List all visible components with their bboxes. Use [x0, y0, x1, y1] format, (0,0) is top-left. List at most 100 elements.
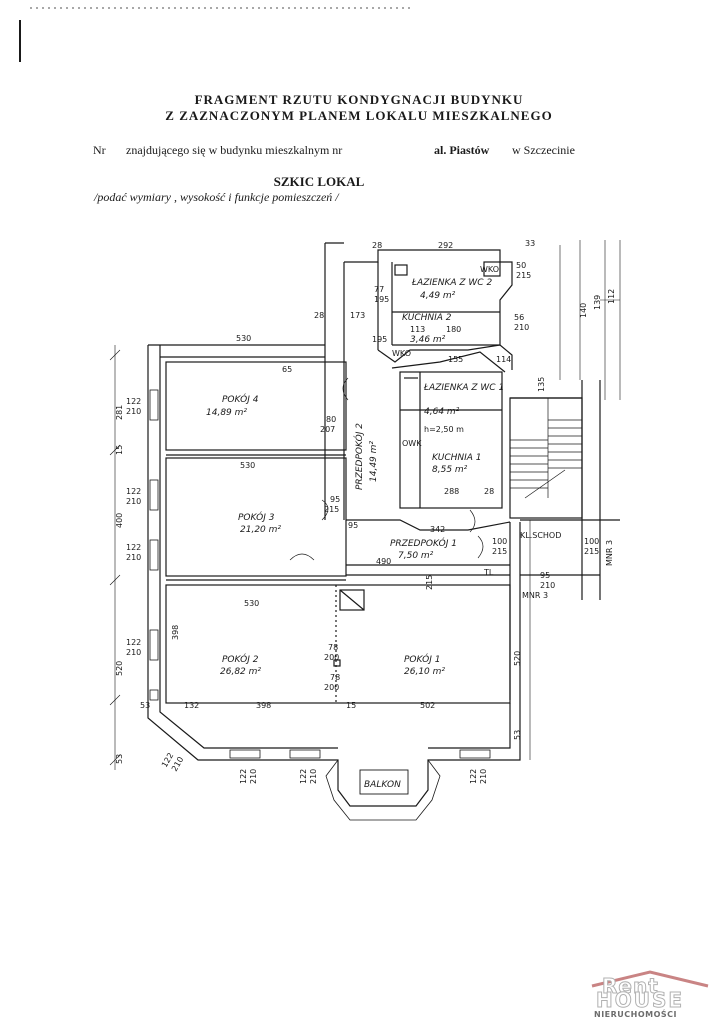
dim-28a: 28 — [372, 241, 382, 250]
room-przedpokoj2-name: PRZEDPOKÓJ 2 — [353, 423, 365, 490]
dim-122a: 122 — [126, 397, 141, 406]
dim-100b: 100 — [584, 537, 599, 546]
dim-530b: 530 — [240, 461, 255, 470]
dim-122b: 122 — [126, 487, 141, 496]
dim-56: 56 — [514, 313, 524, 322]
dim-28c: 28 — [484, 487, 494, 496]
room-kuchnia2-name: KUCHNIA 2 — [402, 313, 452, 323]
dim-215a: 215 — [516, 271, 531, 280]
dim-139: 139 — [593, 295, 602, 310]
document-title-line2: Z ZAZNACZONYM PLANEM LOKALU MIESZKALNEGO — [165, 108, 553, 123]
room-pokoj3-name: POKÓJ 3 — [238, 511, 275, 523]
dim-122g: 122 — [299, 769, 308, 784]
roof-icon — [591, 970, 709, 988]
dim-210b: 210 — [126, 407, 141, 416]
dim-112: 112 — [607, 289, 616, 304]
dim-95b: 95 — [348, 521, 358, 530]
room-lazienka2-area: 4,49 m² — [420, 291, 456, 301]
logo-word-rent: Rent — [602, 974, 659, 999]
dim-195a: 195 — [374, 295, 389, 304]
dim-53c: 53 — [513, 730, 522, 740]
room-przedpokoj1-area: 7,50 m² — [398, 551, 434, 561]
dim-15: 15 — [115, 445, 124, 455]
dim-53b: 53 — [115, 754, 124, 764]
dim-210e: 210 — [540, 581, 555, 590]
room-pokoj2-name: POKÓJ 2 — [222, 653, 259, 665]
dim-122d: 122 — [126, 638, 141, 647]
document-title-line1: FRAGMENT RZUTU KONDYGNACJI BUDYNKU — [194, 92, 524, 107]
label-wko-2: WKO — [392, 349, 411, 358]
dim-530a: 530 — [236, 334, 251, 343]
dim-207: 207 — [320, 425, 335, 434]
dim-520b: 520 — [513, 651, 522, 666]
dim-490: 490 — [376, 557, 391, 566]
dim-50: 50 — [516, 261, 526, 270]
dim-210a: 210 — [514, 323, 529, 332]
room-pokoj1-name: POKÓJ 1 — [404, 653, 441, 665]
dim-210i: 210 — [309, 769, 318, 784]
room-kuchnia1-area: 8,55 m² — [432, 465, 468, 475]
nr-label: Nr — [93, 143, 106, 157]
dim-155: 155 — [448, 355, 463, 364]
dim-78a: 78 — [328, 643, 338, 652]
dim-215e: 215 — [584, 547, 599, 556]
dim-28b: 28 — [314, 311, 324, 320]
room-przedpokoj1-name: PRZEDPOKÓJ 1 — [390, 537, 457, 549]
plan-walls — [19, 7, 620, 821]
dim-200a: 200 — [324, 653, 339, 662]
label-mnr3-right: MNR 3 — [605, 540, 614, 566]
room-pokoj3-area: 21,20 m² — [240, 525, 281, 535]
dim-65: 65 — [282, 365, 292, 374]
room-pokoj4-name: POKÓJ 4 — [222, 393, 259, 405]
dim-95a: 95 — [330, 495, 340, 504]
dim-140: 140 — [579, 303, 588, 318]
dim-398b: 398 — [256, 701, 271, 710]
dim-342: 342 — [430, 525, 445, 534]
room-pokoj2-area: 26,82 m² — [220, 667, 261, 677]
dimension-lines — [109, 240, 621, 770]
dim-530c: 530 — [244, 599, 259, 608]
dim-210h: 210 — [249, 769, 258, 784]
dim-113: 113 — [410, 325, 425, 334]
dim-292: 292 — [438, 241, 453, 250]
dim-195b: 195 — [372, 335, 387, 344]
dim-400: 400 — [115, 513, 124, 528]
dim-210d: 210 — [126, 553, 141, 562]
dim-210f: 210 — [126, 648, 141, 657]
dim-80: 80 — [326, 415, 336, 424]
room-pokoj4-area: 14,89 m² — [206, 408, 247, 418]
dim-122c: 122 — [126, 543, 141, 552]
dim-215d: 215 — [492, 547, 507, 556]
dim-95c: 95 — [540, 571, 550, 580]
dim-122f: 122 — [239, 769, 248, 784]
dim-502: 502 — [420, 701, 435, 710]
room-kuchnia1-name: KUCHNIA 1 — [432, 453, 482, 463]
room-lazienka1-area: 4,64 m² — [424, 407, 460, 417]
label-tl: TL — [483, 568, 494, 577]
dim-173: 173 — [350, 311, 365, 320]
dim-33: 33 — [525, 239, 535, 248]
room-pokoj1-area: 26,10 m² — [404, 667, 445, 677]
dim-132: 132 — [184, 701, 199, 710]
dim-288: 288 — [444, 487, 459, 496]
room-balkon-name: BALKON — [364, 780, 401, 790]
room-lazienka1-name: ŁAZIENKA Z WC 1 — [423, 383, 504, 393]
label-wko-1: WKO — [480, 265, 499, 274]
room-kuchnia2-area: 3,46 m² — [410, 335, 446, 345]
dim-215b: 215 — [324, 505, 339, 514]
dim-210j: 210 — [479, 769, 488, 784]
label-kl-schod: KL.SCHOD — [520, 531, 561, 540]
rent-house-logo: Rent HOUSE NIERUCHOMOŚCI — [588, 968, 712, 1020]
dim-215c: 215 — [425, 575, 434, 590]
logo-subtitle: NIERUCHOMOŚCI — [594, 1010, 678, 1019]
dim-281: 281 — [115, 405, 124, 420]
logo-word-house: HOUSE — [595, 988, 685, 1013]
room-lazienka2-name: ŁAZIENKA Z WC 2 — [411, 278, 492, 288]
dim-200b: 200 — [324, 683, 339, 692]
room-przedpokoj2-area: 14,49 m² — [369, 441, 379, 482]
dim-210c: 210 — [126, 497, 141, 506]
dim-520a: 520 — [115, 661, 124, 676]
street-name: al. Piastów — [434, 143, 490, 157]
dim-78b: 78 — [330, 673, 340, 682]
